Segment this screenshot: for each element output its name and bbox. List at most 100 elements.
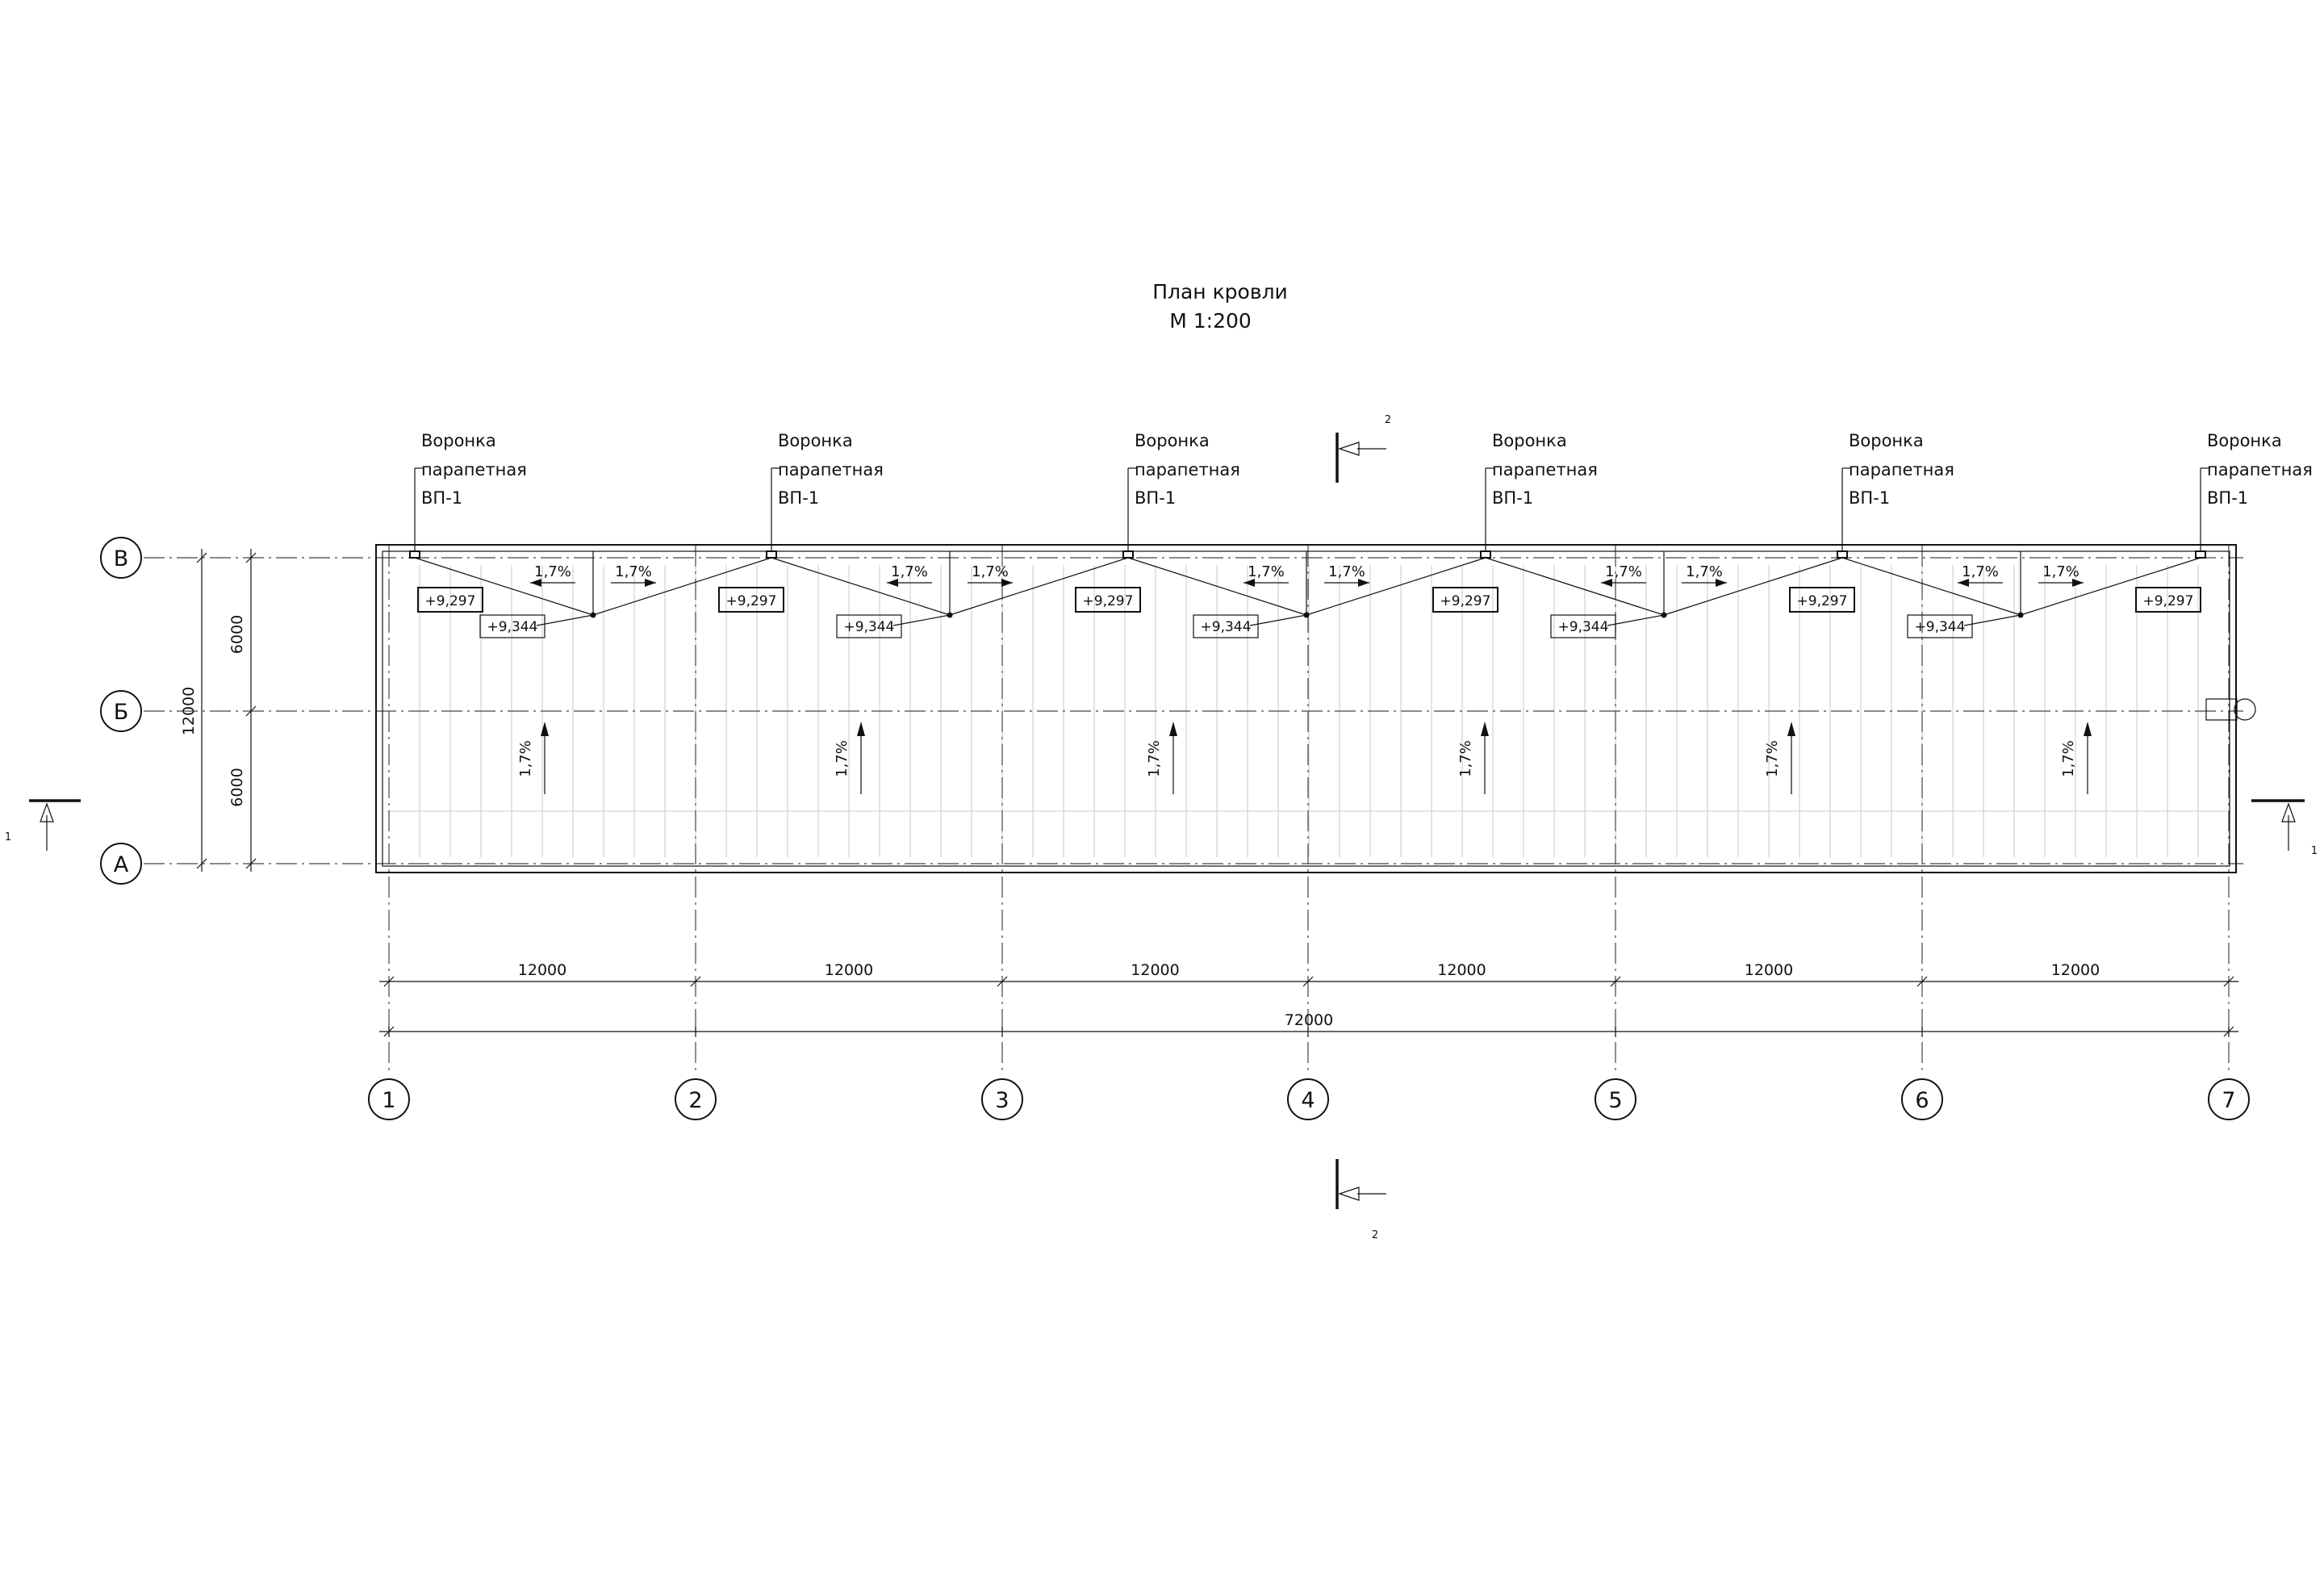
funnel-label-line1: Воронка	[421, 431, 496, 450]
funnel-elevation-label: +9,297	[1440, 593, 1491, 609]
roof-funnel-icon	[766, 550, 777, 559]
ridge-leader	[892, 614, 951, 626]
funnel-elevation-box	[2135, 587, 2201, 613]
slope-label-vertical: 1,7%	[1146, 740, 1163, 777]
funnel-elevation-label: +9,297	[425, 593, 476, 609]
slope-arrow-head-top	[1001, 579, 1013, 587]
funnel-label-line2: парапетная	[778, 460, 884, 479]
roof-funnel-icon	[1480, 550, 1491, 559]
funnel-label-line3: ВП-1	[2207, 488, 2248, 508]
funnel-label-line1: Воронка	[778, 431, 853, 450]
axis-label: 5	[1608, 1088, 1622, 1113]
section-cut-1-left-label: 1	[5, 831, 11, 843]
slope-label-vertical: 1,7%	[834, 740, 851, 777]
axis-bubble-row	[100, 537, 142, 579]
valley-line-right	[949, 557, 1129, 616]
section-cut-1-right: 1	[2251, 799, 2318, 857]
axis-label: 7	[2222, 1088, 2235, 1113]
dimension-tick	[690, 976, 701, 987]
slope-arrow-head-top	[1716, 579, 1727, 587]
funnel-label-line1: Воронка	[1849, 431, 1924, 450]
funnel-label-line2: парапетная	[1492, 460, 1598, 479]
dimension-tick	[245, 552, 257, 563]
section-cut-2-bottom: 2	[1335, 1159, 1386, 1241]
valley-line-right	[592, 557, 772, 616]
slope-arrow-vertical-group: 1,7%	[1146, 722, 1177, 794]
slope-arrow-head-vertical	[541, 722, 549, 736]
slope-arrow-vertical-group: 1,7%	[834, 722, 865, 794]
dimension-tick	[383, 976, 395, 987]
slope-label-vertical: 1,7%	[517, 740, 534, 777]
slope-arrow-vertical-group: 1,7%	[1764, 722, 1795, 794]
side-total-dimension-label: 12000	[180, 687, 198, 735]
funnel-label-line2: парапетная	[1135, 460, 1240, 479]
slope-arrow-head-top	[887, 579, 898, 587]
roof-funnel-icon	[1837, 550, 1848, 559]
funnel-label-line2: парапетная	[2207, 460, 2313, 479]
funnel-label-line3: ВП-1	[421, 488, 462, 508]
axis-bubble-5	[1595, 1078, 1636, 1120]
ridge-leader	[1249, 614, 1307, 626]
funnel-label-line3: ВП-1	[1135, 488, 1176, 508]
dimension-tick	[196, 552, 207, 563]
funnel-elevation-box	[1432, 587, 1498, 613]
slope-label-top: 1,7%	[534, 563, 571, 580]
funnel-label-line3: ВП-1	[778, 488, 819, 508]
funnel-label-line1: Воронка	[2207, 431, 2282, 450]
dimension-tick	[2223, 976, 2234, 987]
valley-line-left	[414, 557, 594, 616]
funnel-label-line1: Воронка	[1135, 431, 1210, 450]
slope-arrow-head-top	[2072, 579, 2084, 587]
axis-bubble-row	[100, 843, 142, 885]
section-cut-2-bottom-label: 2	[1372, 1229, 1378, 1241]
slope-label-top: 1,7%	[2042, 563, 2079, 580]
slope-arrow-head-top	[1958, 579, 1969, 587]
ridge-elevation-label: +9,344	[844, 619, 895, 635]
axis-label: 1	[382, 1088, 395, 1113]
bay-dimension-label: 12000	[1437, 961, 1486, 979]
slope-arrow-head-top	[1244, 579, 1255, 587]
dimension-tick	[1916, 976, 1928, 987]
funnel-label-line1: Воронка	[1492, 431, 1567, 450]
roof-funnel-icon	[1122, 550, 1134, 559]
roof-funnel-icon	[409, 550, 420, 559]
slope-arrow-vertical-group: 1,7%	[517, 722, 549, 794]
axis-bubble-1	[368, 1078, 410, 1120]
axis-label: 4	[1301, 1088, 1315, 1113]
axis-label: 6	[1915, 1088, 1929, 1113]
slope-arrow-head-top	[1358, 579, 1369, 587]
valley-line-left	[1127, 557, 1307, 616]
valley-line-right	[2020, 557, 2201, 616]
ridge-elevation-label: +9,344	[487, 619, 538, 635]
slope-label-top: 1,7%	[1686, 563, 1723, 580]
axis-bubble-6	[1901, 1078, 1943, 1120]
slope-arrow-head-top	[645, 579, 656, 587]
funnel-elevation-box	[1075, 587, 1141, 613]
axis-bubble-4	[1287, 1078, 1329, 1120]
funnel-label-line2: парапетная	[1849, 460, 1954, 479]
parapet-outer	[375, 544, 2237, 873]
ridge-elevation-box	[1193, 614, 1259, 638]
funnel-elevation-box	[1789, 587, 1855, 613]
valley-line-right	[1663, 557, 1843, 616]
drain-pipe-outlet	[2205, 698, 2256, 721]
slope-label-top: 1,7%	[891, 563, 928, 580]
funnel-elevation-box	[417, 587, 483, 613]
grid-axes-lines	[144, 546, 2243, 1074]
axis-label: А	[114, 852, 129, 877]
bay-dimension-label: 12000	[825, 961, 873, 979]
slope-arrow-head-vertical	[1169, 722, 1177, 736]
funnel-label-line3: ВП-1	[1849, 488, 1890, 508]
valley-line-left	[1841, 557, 2021, 616]
section-cut-1-right-label: 1	[2311, 845, 2318, 857]
drawing-scale: М 1:200	[1169, 309, 1252, 333]
dimension-tick	[245, 858, 257, 869]
ridge-leader	[1607, 614, 1665, 626]
slope-arrow-head-top	[530, 579, 541, 587]
